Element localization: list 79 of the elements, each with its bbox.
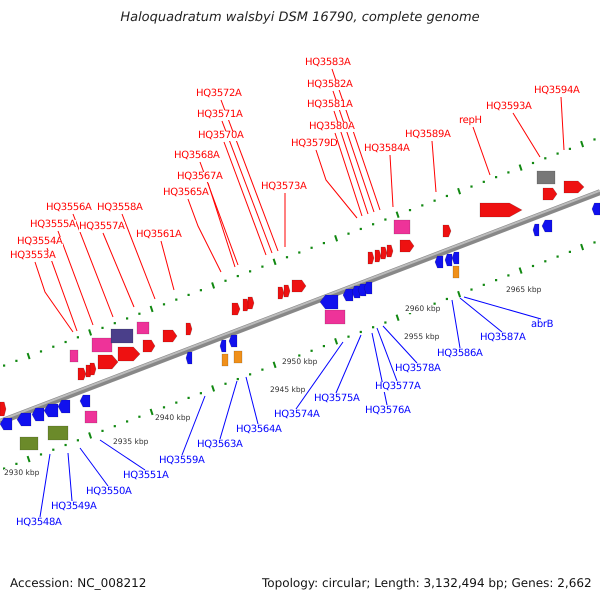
leader-line bbox=[246, 376, 258, 424]
gene-label: HQ3584A bbox=[364, 144, 410, 154]
leader-line bbox=[472, 126, 490, 176]
leader-line bbox=[284, 192, 286, 248]
leader-line bbox=[452, 300, 460, 348]
gene-label: HQ3564A bbox=[236, 425, 282, 435]
leader-line bbox=[336, 334, 362, 394]
leader-line bbox=[296, 342, 344, 410]
gene-label: HQ3576A bbox=[365, 406, 411, 416]
gene-label: HQ3582A bbox=[307, 80, 353, 90]
gene-label: HQ3578A bbox=[395, 364, 441, 374]
gene-label: HQ3568A bbox=[174, 151, 220, 161]
gene-label: HQ3577A bbox=[375, 382, 421, 392]
leader-line bbox=[464, 296, 542, 320]
leader-line bbox=[432, 140, 436, 192]
leader-line bbox=[316, 150, 358, 218]
footer-text: Topology: circular; Length: 3,132,494 bp; Genes: 2,662 bbox=[262, 577, 592, 589]
leader-line bbox=[222, 120, 272, 254]
gene-label: HQ3574A bbox=[274, 410, 320, 420]
gene-label: HQ3549A bbox=[51, 502, 97, 512]
leader-line bbox=[68, 452, 72, 502]
leader-line bbox=[80, 448, 108, 486]
leader-line bbox=[200, 162, 238, 266]
gene-label: HQ3572A bbox=[196, 89, 242, 99]
leader-line bbox=[40, 454, 50, 518]
leader-line bbox=[376, 328, 398, 382]
leader-line bbox=[372, 332, 388, 406]
gene-label: HQ3558A bbox=[97, 203, 143, 213]
leader-line bbox=[220, 380, 238, 440]
gene-label: HQ3555A bbox=[30, 220, 76, 230]
gene-label: HQ3573A bbox=[261, 182, 307, 192]
gene-label: HQ3565A bbox=[163, 188, 209, 198]
gene-label: HQ3554A bbox=[17, 237, 63, 247]
leader-line bbox=[102, 232, 134, 308]
leader-line bbox=[34, 262, 74, 332]
gene-label: HQ3594A bbox=[534, 86, 580, 96]
gene-label: abrB bbox=[531, 320, 554, 330]
gene-label: HQ3586A bbox=[437, 349, 483, 359]
diagram-title: Haloquadratum walsbyi DSM 16790, complete genome bbox=[120, 10, 480, 25]
leader-line bbox=[182, 396, 206, 456]
gene-label: HQ3553A bbox=[10, 251, 56, 261]
gene-label: HQ3548A bbox=[16, 518, 62, 528]
gene-label: HQ3556A bbox=[46, 203, 92, 213]
gene-label: HQ3589A bbox=[405, 130, 451, 140]
gene-label: HQ3580A bbox=[309, 122, 355, 132]
leader-line bbox=[224, 142, 266, 256]
gene-label: HQ3570A bbox=[198, 131, 244, 141]
gene-label: HQ3550A bbox=[86, 487, 132, 497]
gene-label: HQ3579D bbox=[291, 139, 338, 149]
leader-line bbox=[122, 214, 156, 300]
leader-line bbox=[560, 96, 564, 150]
gene-label: HQ3559A bbox=[159, 456, 205, 466]
gene-label: HQ3593A bbox=[486, 102, 532, 112]
leader-line bbox=[188, 198, 222, 272]
leader-line bbox=[46, 248, 78, 332]
gene-label: HQ3561A bbox=[136, 230, 182, 240]
gene-label: HQ3581A bbox=[307, 100, 353, 110]
leader-line bbox=[512, 112, 540, 158]
footer-text: Accession: NC_008212 bbox=[10, 577, 146, 589]
leader-line bbox=[334, 132, 362, 216]
leader-line bbox=[382, 326, 418, 364]
leader-line bbox=[72, 214, 114, 318]
gene-label: repH bbox=[459, 116, 482, 126]
leader-line bbox=[208, 182, 236, 268]
leader-line bbox=[220, 100, 278, 252]
gene-label: HQ3587A bbox=[480, 333, 526, 343]
gene-label: HQ3571A bbox=[197, 110, 243, 120]
gene-label: HQ3563A bbox=[197, 440, 243, 450]
leader-line bbox=[160, 240, 174, 290]
leader-line bbox=[58, 230, 94, 326]
gene-label: HQ3557A bbox=[79, 222, 125, 232]
leader-line bbox=[460, 298, 502, 332]
leader-line bbox=[100, 440, 146, 470]
gene-label: HQ3567A bbox=[177, 172, 223, 182]
leader-line bbox=[334, 110, 368, 214]
gene-label: HQ3575A bbox=[314, 394, 360, 404]
gene-label: HQ3583A bbox=[305, 58, 351, 68]
leader-line bbox=[390, 154, 394, 208]
gene-label: HQ3551A bbox=[123, 471, 169, 481]
